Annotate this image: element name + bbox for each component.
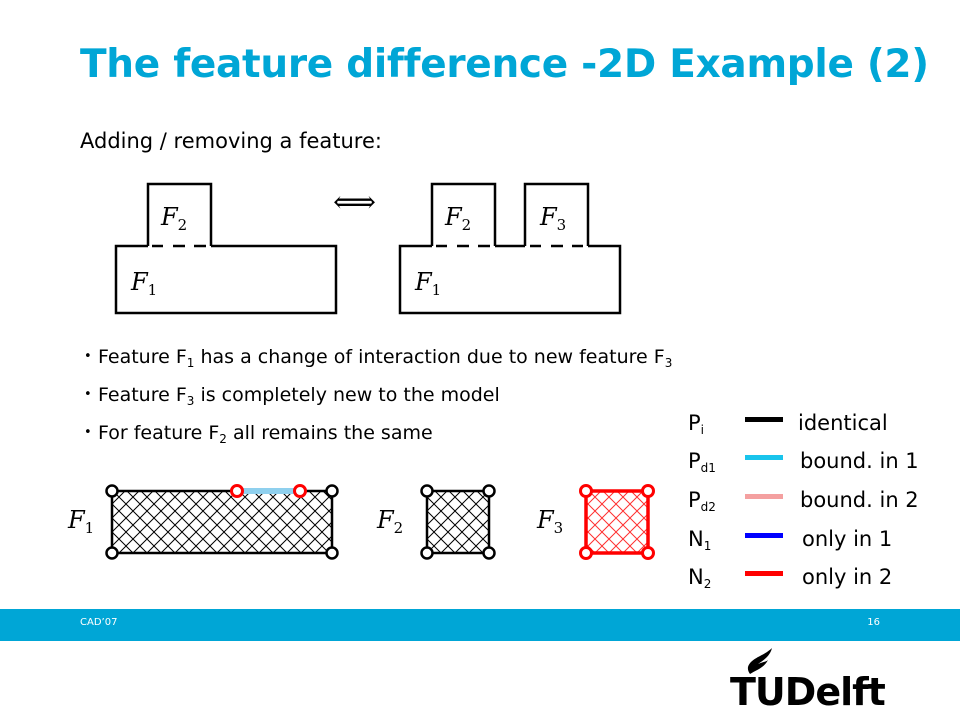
svg-text:F2: F2 xyxy=(376,506,403,537)
right-label-f3: F xyxy=(539,203,558,231)
bottom-label-f3: F xyxy=(536,506,555,534)
left-label-f1: F xyxy=(130,268,149,296)
right-shape-f2 xyxy=(430,182,497,246)
slide-subtitle: Adding / removing a feature: xyxy=(80,129,382,153)
bottom-f2-shape xyxy=(420,484,496,560)
svg-text:F1: F1 xyxy=(130,268,157,299)
svg-text:F2: F2 xyxy=(160,203,187,234)
flame-icon xyxy=(747,648,772,674)
legend-swatch xyxy=(745,533,783,538)
left-label-f2: F xyxy=(160,203,179,231)
bullet-item: Feature F3 is completely new to the mode… xyxy=(84,380,672,418)
tudelft-logo: TUDelft xyxy=(730,648,890,714)
legend-swatch xyxy=(745,455,783,460)
footer-conference: CAD’07 xyxy=(80,617,118,628)
bottom-label-f2: F xyxy=(376,506,395,534)
legend-swatch xyxy=(745,571,783,576)
right-shape-f3 xyxy=(523,182,590,246)
legend-swatch xyxy=(745,417,783,422)
bottom-label-f1: F xyxy=(67,506,86,534)
svg-text:F3: F3 xyxy=(536,506,563,537)
logo-text: TUDelft xyxy=(730,670,886,714)
slide-title: The feature difference -2D Example (2) xyxy=(80,42,929,87)
bullet-item: Feature F1 has a change of interaction d… xyxy=(84,342,672,380)
footer-page-number: 16 xyxy=(867,617,880,628)
svg-text:F3: F3 xyxy=(539,203,566,234)
svg-text:F1: F1 xyxy=(414,268,441,299)
bottom-f3-shape xyxy=(579,484,655,560)
left-shape-f1 xyxy=(114,244,338,315)
right-shape-f1 xyxy=(398,244,622,315)
right-label-f1: F xyxy=(414,268,433,296)
left-shape-f2 xyxy=(146,182,213,246)
bullet-item: For feature F2 all remains the same xyxy=(84,418,672,456)
legend-swatch xyxy=(745,494,783,499)
arrow-symbol: ⟺ xyxy=(333,185,376,220)
bullet-list: Feature F1 has a change of interaction d… xyxy=(84,342,672,456)
svg-text:F1: F1 xyxy=(67,506,94,537)
footer-bar: CAD’07 16 xyxy=(0,609,960,641)
bottom-f1-shape xyxy=(105,484,339,560)
right-label-f2: F xyxy=(444,203,463,231)
svg-text:F2: F2 xyxy=(444,203,471,234)
